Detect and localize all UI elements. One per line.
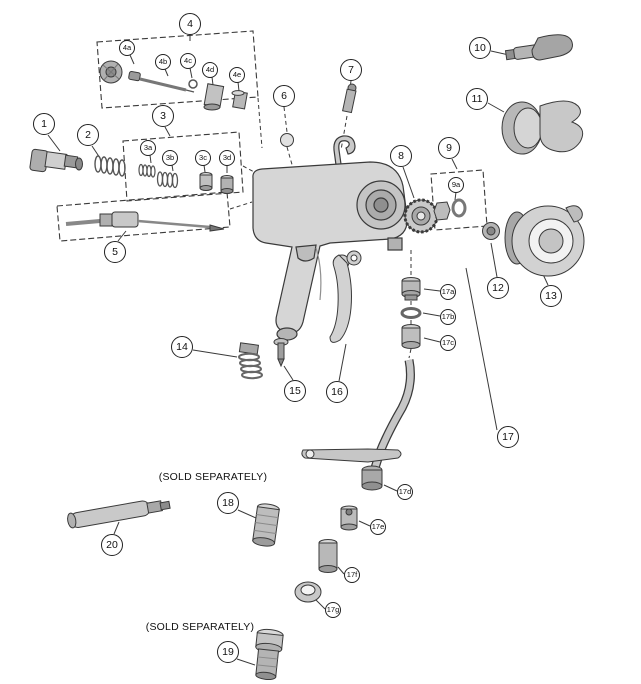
part-17e-shape (340, 505, 358, 531)
part-3c-shape (199, 172, 213, 191)
callout-15: 15 (284, 380, 306, 402)
callout-4e: 4e (229, 67, 245, 83)
callout-4c: 4c (180, 53, 196, 69)
callout-18: 18 (217, 492, 239, 514)
part-17d-fitting-shape (361, 481, 383, 491)
part-16-trigger-shape (329, 250, 362, 343)
leader-lines (47, 35, 549, 666)
part-12-nut-shape (482, 222, 500, 240)
callout-4d: 4d (202, 62, 218, 78)
parts (29, 34, 585, 681)
callout-3c: 3c (195, 150, 211, 166)
callout-1: 1 (33, 113, 55, 135)
callout-4b: 4b (155, 54, 171, 70)
part-17g-ring-shape (294, 581, 322, 603)
callout-17a: 17a (440, 284, 456, 300)
gun-body-shape (252, 135, 408, 341)
callout-17g: 17g (325, 602, 341, 618)
callout-9: 9 (438, 137, 460, 159)
callout-16: 16 (326, 381, 348, 403)
group-box-4 (96, 30, 259, 109)
part-7-shape (342, 83, 357, 114)
group-box-5 (56, 191, 231, 242)
part-3d-shape (220, 175, 234, 194)
callout-17: 17 (497, 426, 519, 448)
callout-11: 11 (466, 88, 488, 110)
dashed-connectors (229, 80, 412, 359)
part-11-guard-shape (501, 100, 584, 155)
callout-17d: 17d (397, 484, 413, 500)
callout-8: 8 (390, 145, 412, 167)
callout-20: 20 (101, 534, 123, 556)
callout-19: 19 (217, 641, 239, 663)
callout-13: 13 (540, 285, 562, 307)
part-15-pin-shape (273, 338, 289, 368)
callout-2: 2 (77, 124, 99, 146)
note-sold-separately-2: (SOLD SEPARATELY) (145, 621, 255, 633)
part-9-shape (433, 198, 467, 221)
callout-5: 5 (104, 241, 126, 263)
part-17b-oring-shape (400, 307, 422, 319)
part-4c-clip-shape (188, 79, 198, 89)
part-5-needle-shape (65, 211, 225, 232)
part-8-knob-shape (403, 198, 439, 234)
part-9a-oring-shape (451, 198, 467, 218)
part-17f-shape (318, 539, 338, 573)
callout-6: 6 (273, 85, 295, 107)
callout-17b: 17b (440, 309, 456, 325)
callout-7: 7 (340, 59, 362, 81)
part-20-tube-shape (67, 500, 171, 529)
group-box-3 (122, 131, 244, 202)
callout-4a: 4a (119, 40, 135, 56)
callout-9a: 9a (448, 177, 464, 193)
callout-17c: 17c (440, 335, 456, 351)
part-17a-shape (401, 277, 421, 301)
part-13-aircap-shape (504, 205, 585, 277)
part-1-shape (29, 148, 83, 173)
callout-14: 14 (171, 336, 193, 358)
part-3b-spring-shape (156, 171, 179, 189)
note-sold-separately-1: (SOLD SEPARATELY) (158, 471, 268, 483)
part-3a-spring-shape (138, 163, 156, 178)
callout-12: 12 (487, 277, 509, 299)
part-2-spring-shape (94, 155, 126, 177)
callout-3a: 3a (140, 140, 156, 156)
part-4a-shape (99, 60, 123, 84)
part-19-shape (255, 628, 284, 681)
callout-10: 10 (469, 37, 491, 59)
callout-3b: 3b (162, 150, 178, 166)
bracket-line-17 (465, 267, 498, 431)
callout-17f: 17f (344, 567, 360, 583)
callout-3: 3 (152, 105, 174, 127)
part-14-spring-shape (238, 342, 263, 380)
part-4e-shape (231, 90, 248, 110)
part-4b-needle-shape (128, 71, 195, 93)
part-17c-shape (401, 324, 421, 349)
part-17-tube-shape (301, 359, 415, 491)
part-18-shape (252, 503, 280, 547)
part-4d-shape (203, 83, 225, 111)
callout-3d: 3d (219, 150, 235, 166)
part-10-tip-shape (504, 34, 573, 61)
part-6-ball-shape (280, 133, 294, 147)
callout-4: 4 (179, 13, 201, 35)
callout-17e: 17e (370, 519, 386, 535)
